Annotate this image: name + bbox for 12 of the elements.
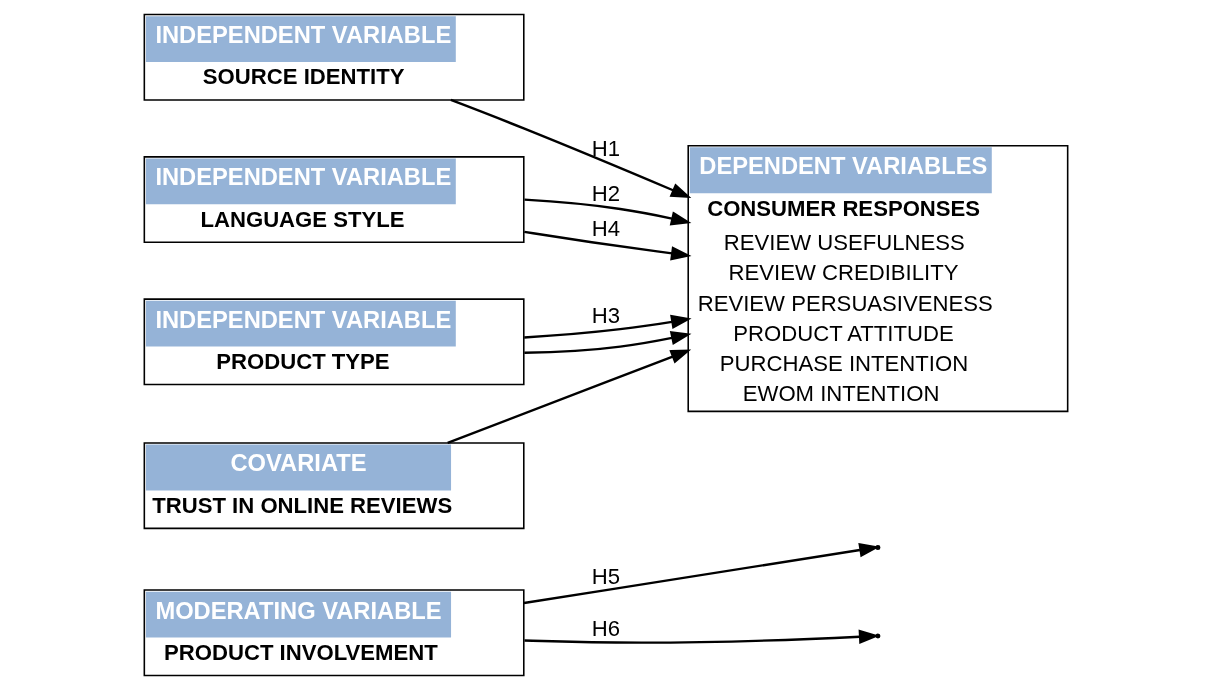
- edge-label: H6: [591, 616, 621, 642]
- arrow: [450, 98, 692, 199]
- arrow: [524, 330, 692, 354]
- edge-label: H3: [591, 303, 621, 329]
- arrow: [524, 198, 692, 226]
- arrow: [447, 349, 692, 444]
- edge-label: H4: [591, 216, 621, 242]
- edge-label: H5: [591, 564, 621, 590]
- arrow: [524, 314, 692, 339]
- edge-label: H1: [591, 135, 621, 161]
- arrow: [524, 230, 692, 261]
- edge-label: H2: [591, 181, 621, 207]
